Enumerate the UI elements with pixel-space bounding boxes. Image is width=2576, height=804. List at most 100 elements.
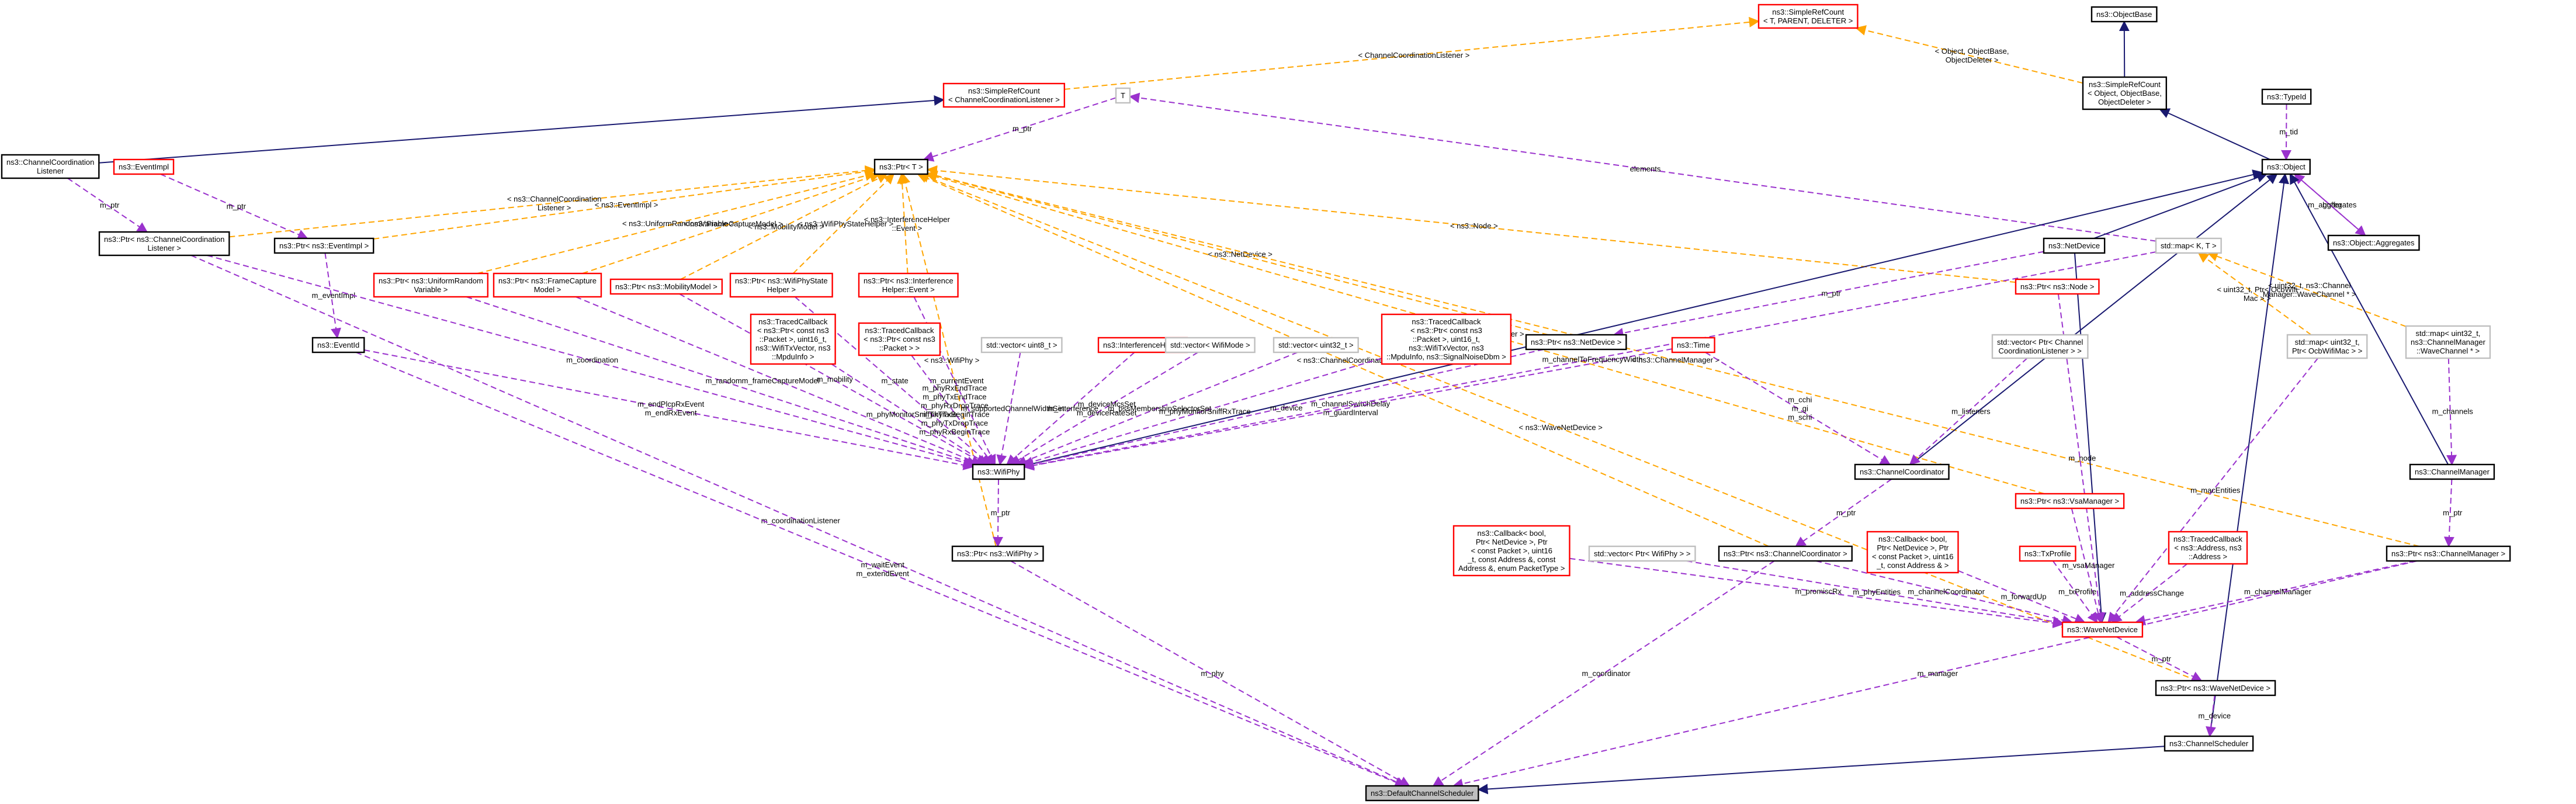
class-node[interactable]: std::vector< WifiMode > (1164, 337, 1256, 354)
class-node[interactable]: std::map< uint32_t,ns3::ChannelManager::… (2405, 325, 2491, 359)
class-node[interactable]: ns3::TxProfile (2019, 545, 2076, 562)
class-node[interactable]: ns3::TracedCallback< ns3::Ptr< const ns3… (858, 322, 941, 356)
usage-edge-line (1569, 557, 2064, 629)
inherit-edge (2074, 252, 2107, 623)
usage-edge-line (996, 352, 1021, 466)
class-node-label: ns3::ChannelCoordination (6, 158, 94, 167)
class-node[interactable]: std::vector< uint8_t > (980, 337, 1063, 354)
edge-label: Mac > > (2244, 294, 2271, 303)
class-node[interactable]: ns3::TracedCallback< ns3::Ptr< const ns3… (750, 313, 836, 365)
inherit-edge (99, 95, 945, 164)
class-node[interactable]: ns3::TracedCallback< ns3::Address, ns3::… (2168, 531, 2248, 565)
class-node[interactable]: ns3::Ptr< ns3::MobilityModel > (609, 278, 723, 295)
class-node-label: Listener > (147, 244, 181, 252)
class-node[interactable]: ns3::Ptr< ns3::VsaManager > (2015, 493, 2125, 510)
class-node[interactable]: ns3::Callback< bool,Ptr< NetDevice >, Pt… (1866, 531, 1959, 574)
class-node[interactable]: ns3::ChannelCoordinator (1854, 463, 1950, 480)
class-node[interactable]: T (1115, 87, 1131, 104)
class-node-label: ns3::Ptr< ns3::WifiPhy > (957, 549, 1038, 558)
usage-edge-line (355, 352, 1406, 788)
usage-edge-line (1958, 570, 2086, 624)
class-node[interactable]: ns3::ObjectBase (2090, 6, 2158, 23)
usage-edge-line (1613, 251, 2044, 338)
class-node[interactable]: ns3::Ptr< ns3::WifiPhy > (951, 545, 1044, 562)
class-node[interactable]: ns3::Ptr< ns3::ChannelCoordinationListen… (98, 231, 230, 257)
class-node[interactable]: ns3::Ptr< ns3::WaveNetDevice > (2155, 680, 2276, 696)
class-node[interactable]: std::vector< uint32_t > (1273, 337, 1359, 354)
class-node[interactable]: ns3::SimpleRefCount< ChannelCoordination… (942, 82, 1066, 108)
class-node[interactable]: std::map< K, T > (2155, 237, 2222, 254)
class-node[interactable]: ns3::Ptr< ns3::NetDevice > (1525, 334, 1627, 351)
class-node[interactable]: ns3::TypeId (2261, 88, 2312, 105)
inherit-edge-line (1024, 169, 2263, 467)
class-node-box (980, 337, 1063, 354)
class-node-label: ns3::TracedCallback (2173, 535, 2243, 543)
class-node-box (373, 272, 489, 298)
class-node[interactable]: ns3::TracedCallback< ns3::Ptr< const ns3… (1381, 313, 1512, 365)
class-node[interactable]: ns3::EventImpl (113, 158, 175, 175)
edge-label: m_guardInterval (1323, 408, 1378, 417)
usage-edge-line (1432, 560, 1775, 786)
class-node[interactable]: ns3::Object::Aggregates (2327, 234, 2420, 251)
class-node[interactable]: ns3::Object (2261, 158, 2311, 175)
class-node[interactable]: std::vector< Ptr< WifiPhy > > (1588, 545, 1696, 562)
template-edge-line (917, 173, 1769, 547)
class-node[interactable]: ns3::WifiPhy (972, 463, 1025, 480)
class-node[interactable]: ns3::Ptr< ns3::WifiPhyStateHelper > (729, 272, 833, 298)
usage-edge: m_ptr (67, 178, 148, 233)
class-node[interactable]: ns3::SimpleRefCount< Object, ObjectBase,… (2082, 76, 2168, 110)
class-node-label: Helper > (767, 285, 796, 294)
class-node-label: ns3::TracedCallback (865, 326, 934, 335)
edge-label: m_ptr (991, 508, 1011, 517)
template-edge: < ChannelCoordinationListener > (1064, 16, 1760, 90)
inherit-edge (1477, 746, 2165, 795)
usage-edge-line (2206, 695, 2216, 737)
class-node[interactable]: ns3::Ptr< ns3::InterferenceHelper::Event… (858, 272, 959, 298)
class-node[interactable]: ns3::Ptr< ns3::ChannelCoordinator > (1718, 545, 1853, 562)
class-node[interactable]: ns3::SimpleRefCount< T, PARENT, DELETER … (1757, 4, 1859, 29)
usage-edge: buffer (2294, 174, 2366, 237)
usage-edge: m_ptr (2443, 479, 2463, 547)
usage-edge: m_channelToFrequencyWidth (1023, 251, 2157, 470)
class-node-label: ns3::Time (1677, 341, 1710, 349)
class-node[interactable]: ns3::Ptr< ns3::ChannelManager > (2386, 545, 2511, 562)
class-node[interactable]: ns3::Ptr< ns3::EventImpl > (273, 237, 375, 254)
class-node-label: ns3::ChannelManager (2411, 338, 2486, 346)
usage-edge-line (831, 363, 989, 465)
class-node[interactable]: ns3::Callback< bool,Ptr< NetDevice >, Pt… (1452, 525, 1570, 577)
template-edge: < ns3::WifiPhyStateHelper > (792, 173, 895, 274)
usage-edge-line (67, 178, 148, 233)
class-node[interactable]: ns3::ChannelScheduler (2164, 735, 2254, 752)
class-node[interactable]: ns3::WaveNetDevice (2061, 621, 2144, 638)
class-node[interactable]: ns3::EventId (311, 337, 365, 354)
class-node-box (873, 158, 928, 175)
edge-label: m_ptr (2152, 654, 2172, 663)
class-node-box (951, 545, 1044, 562)
inherit-edge-line (2159, 108, 2270, 160)
class-node[interactable]: ns3::Ptr< T > (873, 158, 928, 175)
class-node-label: T (1121, 91, 1125, 100)
class-node-label: < ns3::Ptr< const ns3 (1410, 326, 1482, 335)
edge-label: < ns3::NetDevice > (1208, 250, 1273, 259)
usage-edge: m_device (1023, 349, 1544, 469)
class-node[interactable]: ns3::Time (1671, 337, 1715, 354)
class-node-label: ns3::Ptr< ns3::UniformRandom (379, 276, 483, 285)
class-node[interactable]: ns3::NetDevice (2043, 237, 2106, 254)
class-node-label: std::map< uint32_t, (2295, 338, 2360, 346)
class-node[interactable]: ns3::Ptr< ns3::FrameCaptureModel > (493, 272, 602, 298)
class-node[interactable]: ns3::Ptr< ns3::UniformRandomVariable > (373, 272, 489, 298)
class-node[interactable]: ns3::Ptr< ns3::Node > (2015, 278, 2100, 295)
class-node-box (1588, 545, 1696, 562)
class-node[interactable]: std::map< uint32_t,Ptr< OcbWifiMac > > (2286, 334, 2368, 359)
usage-edge: m_phy (1010, 560, 1410, 786)
class-node-label: ns3::TxProfile (2024, 549, 2071, 558)
class-node-label: ns3::ChannelManager (2415, 467, 2490, 476)
class-node[interactable]: std::vector< Ptr< ChannelCoordinationLis… (1991, 334, 2089, 359)
class-node[interactable]: ns3::ChannelCoordinationListener (1, 154, 100, 179)
class-node[interactable]: ns3::DefaultChannelScheduler (1365, 785, 1479, 802)
edge-label: m_listeners (1951, 407, 1991, 416)
class-node-box (1, 154, 100, 179)
usage-edge-line (1015, 352, 1298, 466)
usage-edge-line (2294, 174, 2366, 237)
class-node[interactable]: ns3::ChannelManager (2409, 463, 2495, 480)
